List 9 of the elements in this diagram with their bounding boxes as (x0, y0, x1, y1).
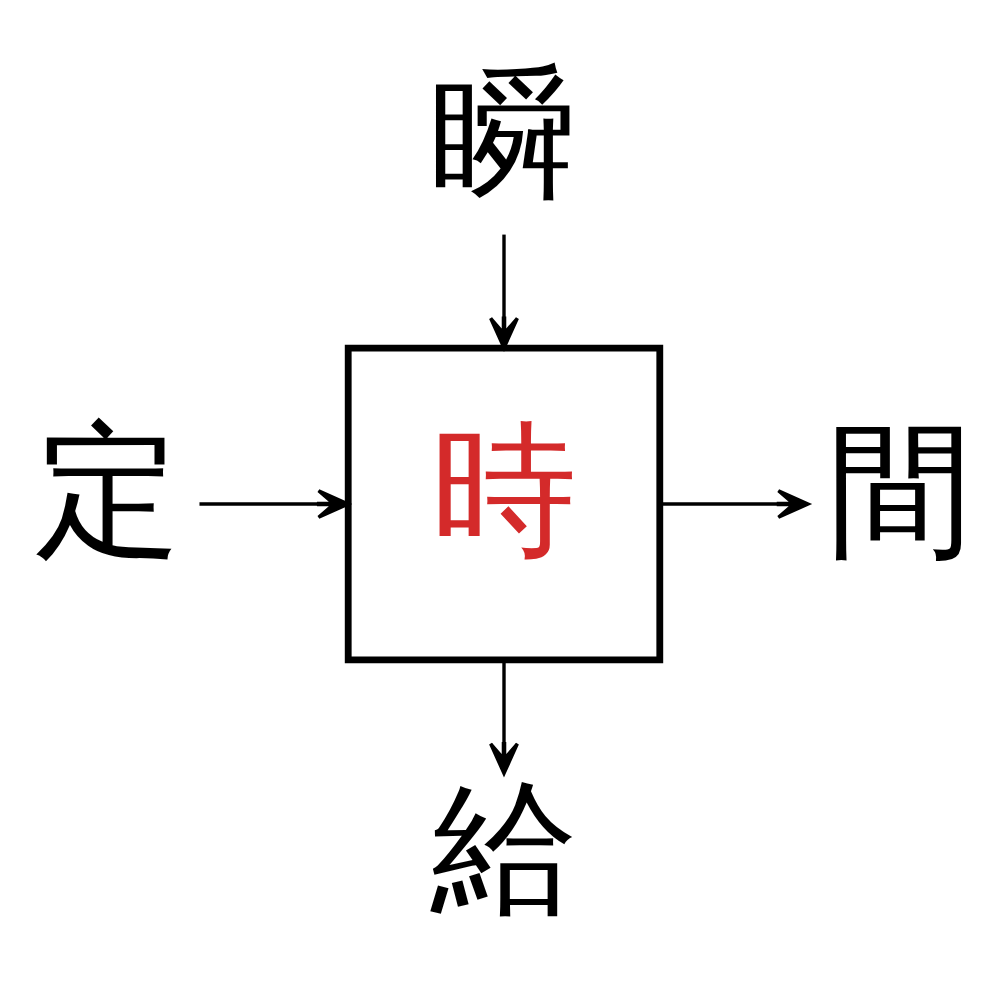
arrow (489, 234, 519, 350)
node-text: 給 (431, 764, 577, 934)
node-box: 時 (344, 344, 664, 664)
arrow (199, 489, 350, 519)
arrow (660, 489, 810, 519)
node-text: 間 (826, 405, 973, 575)
node-text: 定 (35, 405, 182, 575)
node-text: 瞬 (431, 47, 577, 217)
arrow (489, 660, 519, 776)
